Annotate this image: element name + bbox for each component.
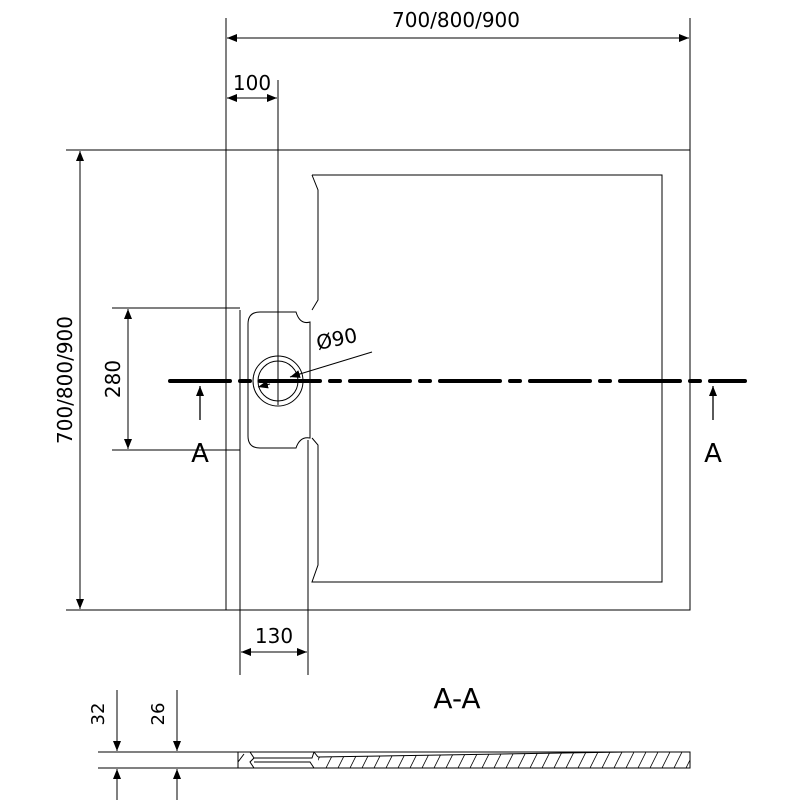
cross-section-view: 32 26 [88,690,691,800]
drain-offset-label: 100 [233,71,271,95]
slope-line [317,751,627,758]
drain-channel [247,311,311,449]
diameter-leader [289,351,373,378]
edge-height-label: 26 [148,703,169,726]
drain-diameter-label: Ø90 [314,323,359,355]
width-label: 700/800/900 [392,8,520,32]
drain-section [237,751,319,769]
section-marker-left: A [191,439,209,469]
diameter-leader-inner [257,380,271,389]
tray-inner-surface [311,174,663,583]
extension-lines [66,18,691,675]
tray-inner-bevel [311,174,319,311]
section-marker-right: A [704,439,722,469]
section-title: A-A [433,682,480,715]
channel-length-label: 280 [101,360,125,398]
channel-width-label: 130 [255,624,293,648]
total-height-label: 32 [88,703,109,726]
length-label: 700/800/900 [53,316,77,444]
section-line [168,379,747,420]
dimension-lines [76,34,689,656]
tray-plan-view [225,149,691,675]
tray-hatching [318,752,690,768]
